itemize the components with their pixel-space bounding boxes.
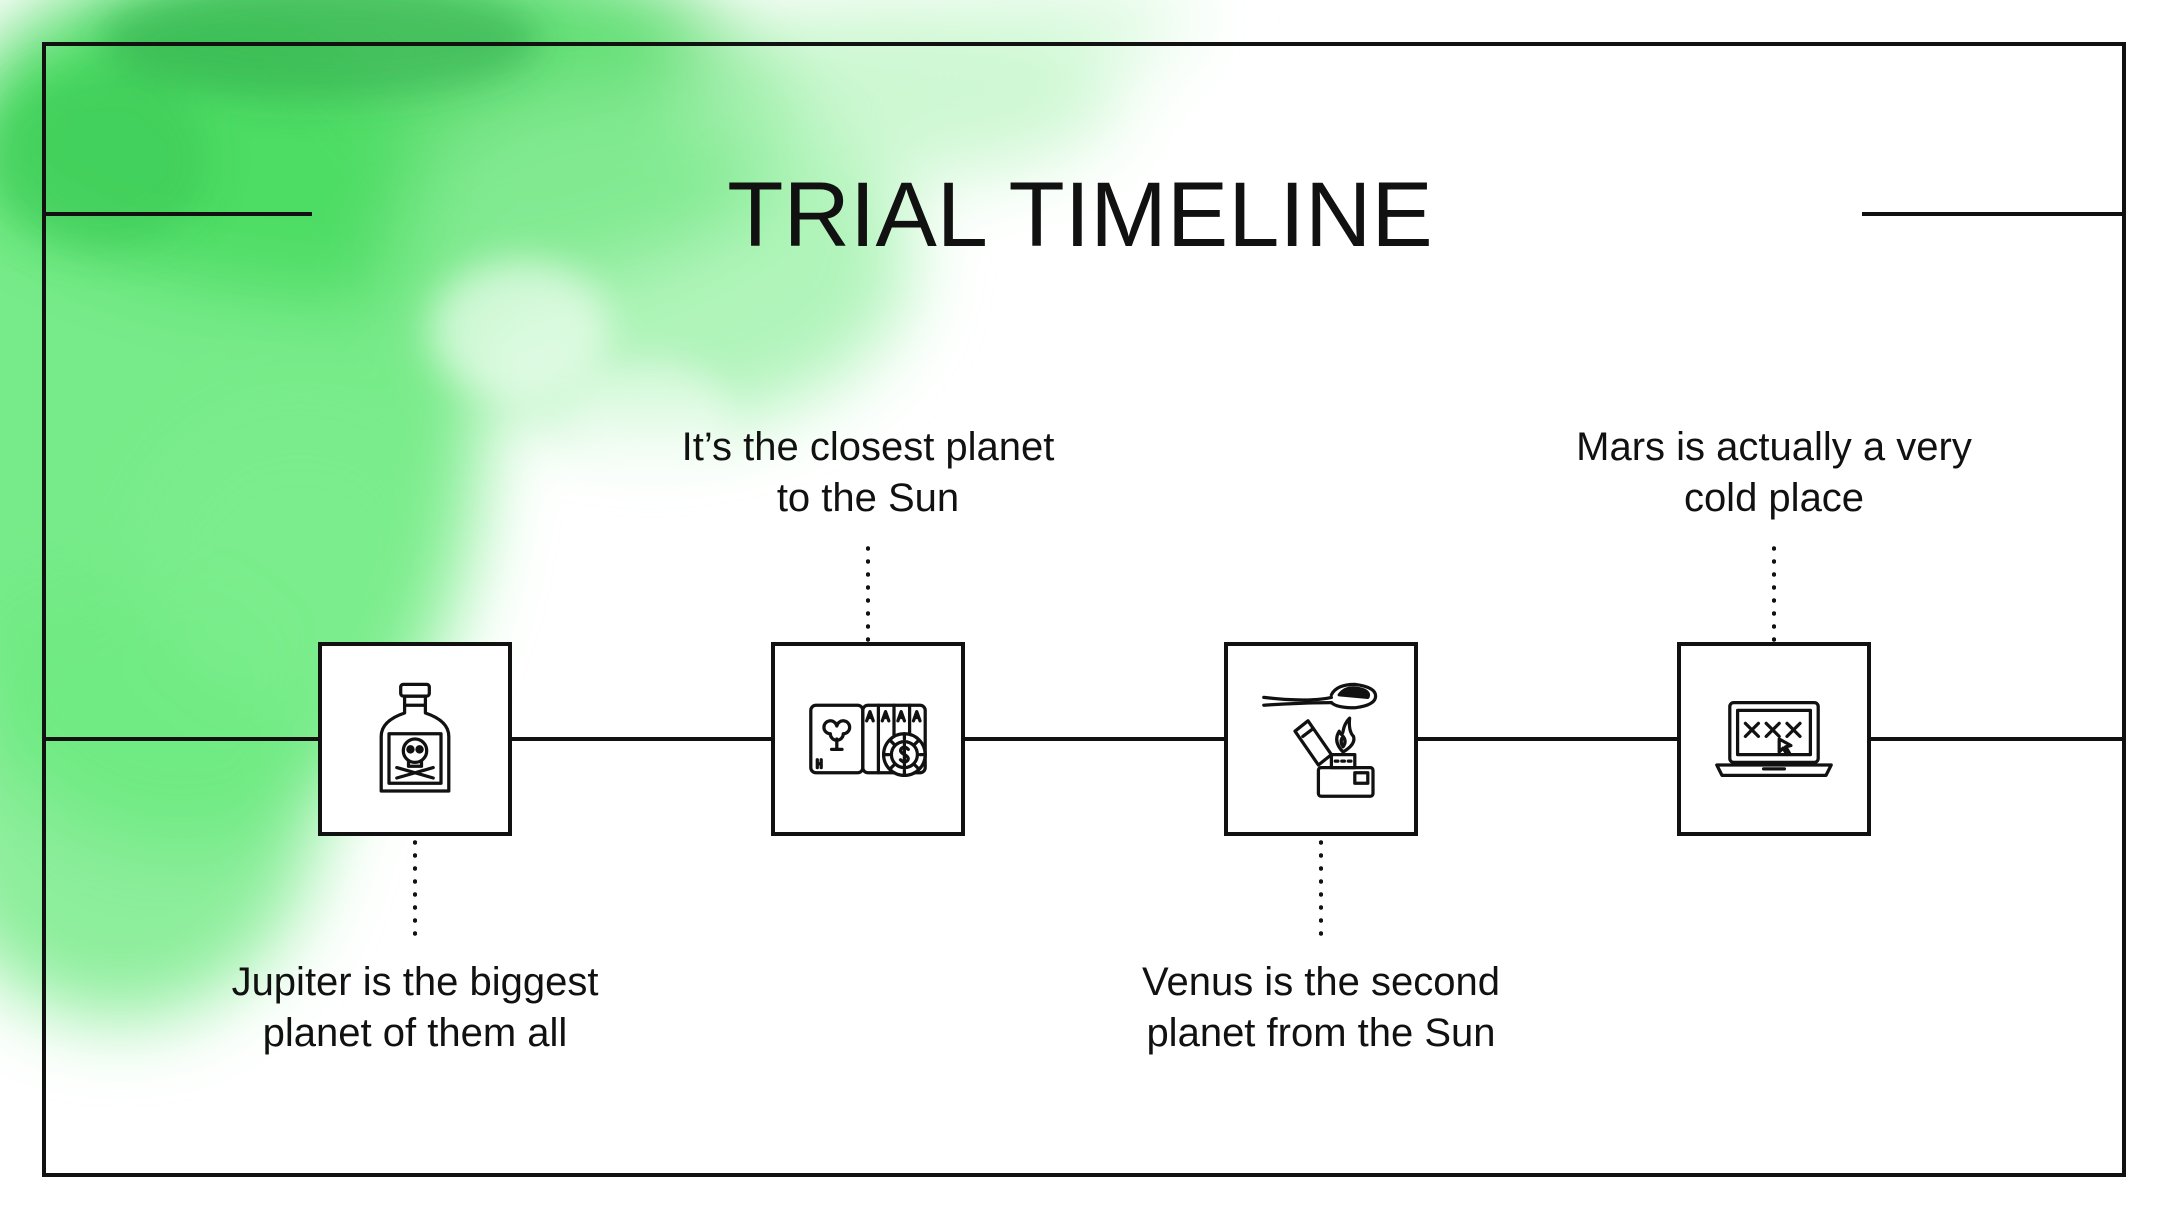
slide-frame [42,42,2126,1177]
connector-dots-2 [866,542,870,642]
timeline-node-2 [771,642,965,836]
timeline-node-1 [318,642,512,836]
title-rule-right [1862,212,2126,216]
timeline-caption-2: It’s the closest planet to the Sun [681,425,1055,520]
timeline-caption-1: Jupiter is the biggest planet of them al… [231,960,599,1055]
connector-dots-3 [1319,836,1323,936]
timeline-node-4 [1677,642,1871,836]
timeline-node-3 [1224,642,1418,836]
title-rule-left [42,212,312,216]
timeline-caption-4: Mars is actually a very cold place [1576,425,1972,520]
connector-dots-1 [413,836,417,936]
poison-bottle-icon [379,682,451,793]
connector-dots-4 [1772,542,1776,642]
spoon-lighter-icon [1262,682,1378,798]
playing-cards-chip-icon [809,703,927,778]
timeline-line [42,737,2126,741]
slide-title: TRIAL TIMELINE [727,164,1433,266]
timeline-caption-3: Venus is the second planet from the Sun [1141,960,1501,1055]
laptop-xxx-icon [1715,700,1833,778]
